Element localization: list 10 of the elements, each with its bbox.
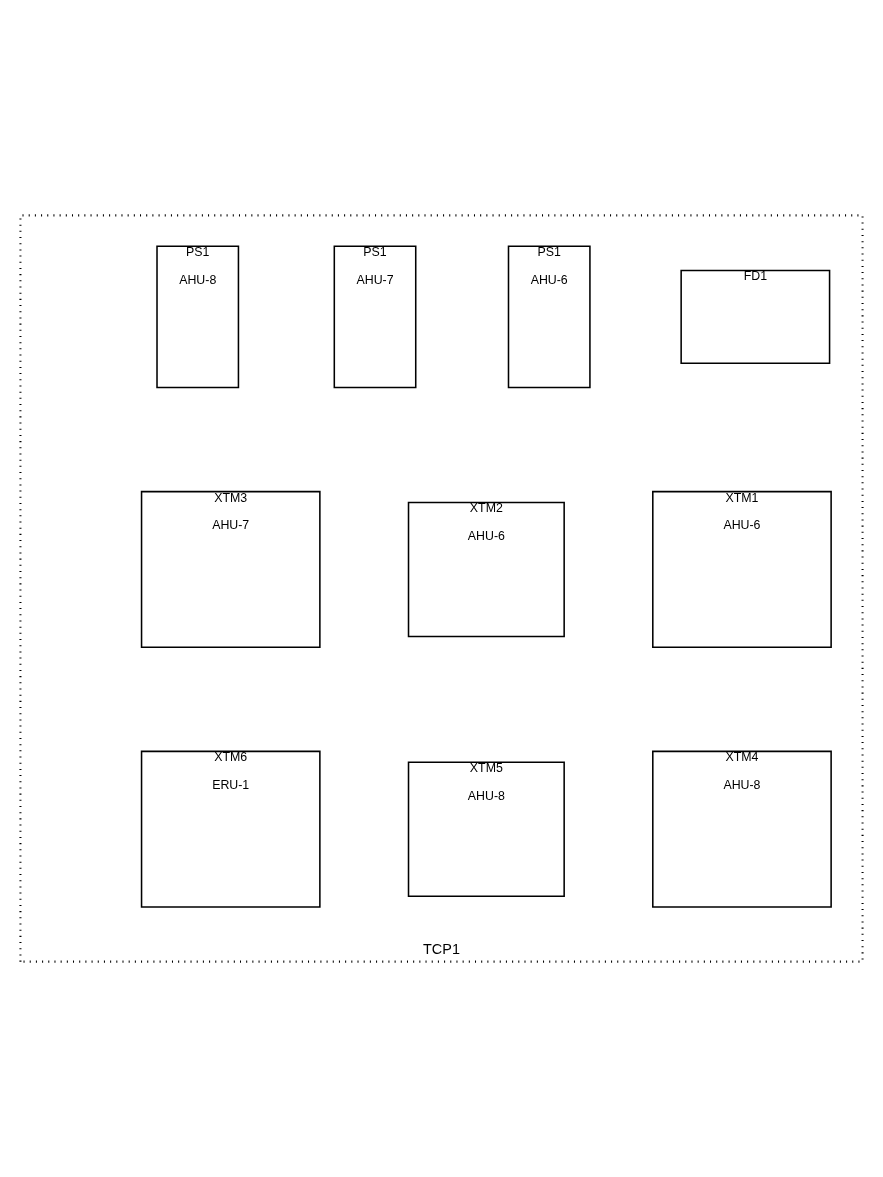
node-box: XTM2 AHU-6 [407,501,565,638]
node-box: XTM4 AHU-8 [652,750,832,908]
node-box: XTM3 AHU-7 [140,490,321,649]
node-box: FD1 [680,269,831,365]
node-box: XTM5 AHU-8 [407,761,565,897]
node-box: PS1 AHU-8 [156,245,240,389]
node-box: PS1 AHU-7 [333,245,417,389]
node-box: XTM1 AHU-6 [652,490,832,649]
node-box: XTM6 ERU-1 [140,750,321,908]
node-box: PS1 AHU-6 [507,245,591,389]
